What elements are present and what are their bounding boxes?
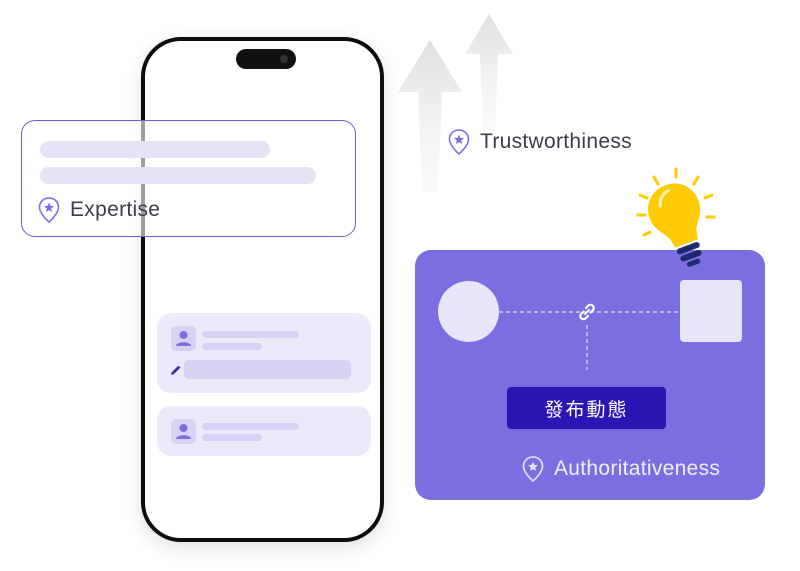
placeholder-line	[40, 167, 316, 184]
trustworthiness-text: Trustworthiness	[480, 130, 632, 153]
circle-node	[438, 281, 499, 342]
trustworthiness-label: Trustworthiness	[448, 129, 632, 155]
authoritativeness-label: Authoritativeness	[522, 456, 720, 482]
post-card	[157, 406, 371, 456]
connector-lines	[499, 311, 680, 370]
placeholder-line	[202, 331, 299, 338]
up-arrow-small	[465, 14, 513, 130]
placeholder-line	[202, 343, 262, 350]
up-arrow-large	[398, 40, 462, 192]
square-node	[680, 280, 742, 342]
user-icon	[171, 326, 196, 351]
authoritativeness-text: Authoritativeness	[554, 457, 721, 480]
expertise-text: Expertise	[70, 198, 161, 221]
placeholder-line	[202, 423, 299, 430]
placeholder-line	[40, 141, 270, 158]
post-card-editable	[157, 313, 371, 393]
publish-post-button[interactable]: 發布動態	[507, 387, 666, 429]
pencil-icon	[171, 365, 181, 375]
badge-pin-icon	[38, 197, 60, 223]
authoritativeness-panel: 發布動態 Authoritativeness	[415, 250, 765, 500]
expertise-card: Expertise	[21, 120, 356, 237]
badge-pin-icon	[522, 456, 544, 482]
post-input-field[interactable]	[184, 360, 351, 379]
user-icon	[171, 419, 196, 444]
expertise-label: Expertise	[38, 197, 160, 223]
phone-notch	[236, 49, 296, 69]
link-icon	[579, 303, 595, 321]
placeholder-line	[202, 434, 262, 441]
badge-pin-icon	[448, 129, 470, 155]
lightbulb-icon	[636, 167, 716, 267]
phone-mockup	[141, 37, 384, 542]
